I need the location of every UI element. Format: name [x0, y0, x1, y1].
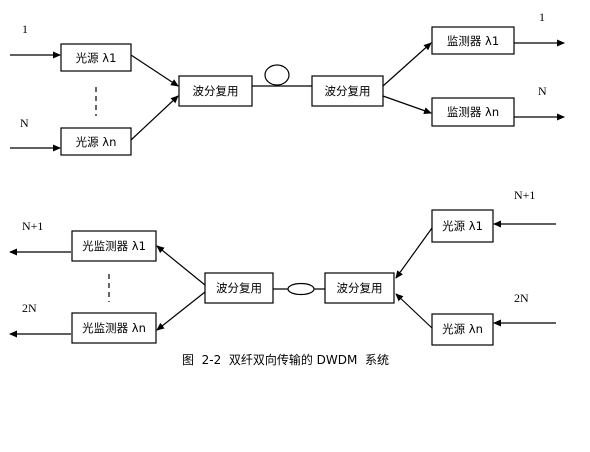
top-detector-label-n: 监测器 λn [447, 105, 499, 119]
bottom-source-label-1: 光源 λ1 [442, 219, 483, 233]
figure-caption: 图 2-2 双纤双向传输的 DWDM 系统 [182, 352, 389, 367]
bottom-mux-right-box: 波分复用 [324, 272, 395, 304]
bottom-mux-left-box: 波分复用 [204, 272, 274, 304]
top-mux-left-label: 波分复用 [193, 84, 239, 98]
top-detector-label-1: 监测器 λ1 [447, 34, 499, 48]
top-output-label-n: N [538, 84, 547, 98]
top-mux-right-label: 波分复用 [325, 84, 371, 98]
bottom-mux-right-label: 波分复用 [337, 281, 383, 295]
top-detector-box-1: 监测器 λ1 [431, 26, 515, 55]
bottom-input-label-2n: 2N [514, 291, 529, 305]
top-mux-to-detector1-arrow [382, 42, 432, 87]
bottom-output-label-2n: 2N [22, 301, 37, 315]
top-system: 1 N 光源 λ1 光源 λn 波分复用 波分复用 [10, 10, 565, 156]
bottom-mux-to-detector1-arrow [156, 245, 206, 286]
top-mux-left-box: 波分复用 [178, 75, 253, 107]
top-mux-to-detectorn-arrow [382, 95, 432, 114]
bottom-sourcen-to-mux-arrow [395, 293, 433, 329]
top-source-label-n: 光源 λn [76, 135, 117, 149]
top-source1-to-mux-arrow [130, 54, 179, 87]
top-source-box-n: 光源 λn [60, 127, 132, 156]
bottom-output-label-n1: N+1 [22, 219, 43, 233]
bottom-source1-to-mux-arrow [395, 227, 433, 279]
bottom-source-box-n: 光源 λn [431, 313, 494, 346]
bottom-detector-box-1: 光监测器 λ1 [71, 230, 157, 262]
top-source-label-1: 光源 λ1 [76, 51, 117, 65]
bottom-source-box-1: 光源 λ1 [431, 209, 494, 243]
top-output-label-1: 1 [539, 10, 545, 24]
top-input-label-1: 1 [22, 22, 28, 36]
bottom-detector-box-n: 光监测器 λn [71, 312, 157, 344]
bottom-mux-to-detectorn-arrow [156, 291, 206, 331]
bottom-system: N+1 2N 光监测器 λ1 光监测器 λn 波分复用 波分复用 [9, 188, 556, 346]
top-fiber-coil [264, 64, 290, 86]
bottom-mux-left-label: 波分复用 [216, 281, 262, 295]
bottom-source-label-n: 光源 λn [442, 322, 483, 336]
top-source-box-1: 光源 λ1 [60, 43, 132, 72]
top-detector-box-n: 监测器 λn [431, 97, 515, 127]
bottom-detector-label-1: 光监测器 λ1 [82, 239, 146, 253]
top-mux-right-box: 波分复用 [311, 75, 384, 107]
top-input-label-n: N [20, 116, 29, 130]
bottom-input-label-n1: N+1 [514, 188, 535, 202]
bottom-detector-label-n: 光监测器 λn [82, 321, 146, 335]
bottom-fiber-coil [287, 282, 315, 296]
top-sourcen-to-mux-arrow [130, 95, 179, 141]
